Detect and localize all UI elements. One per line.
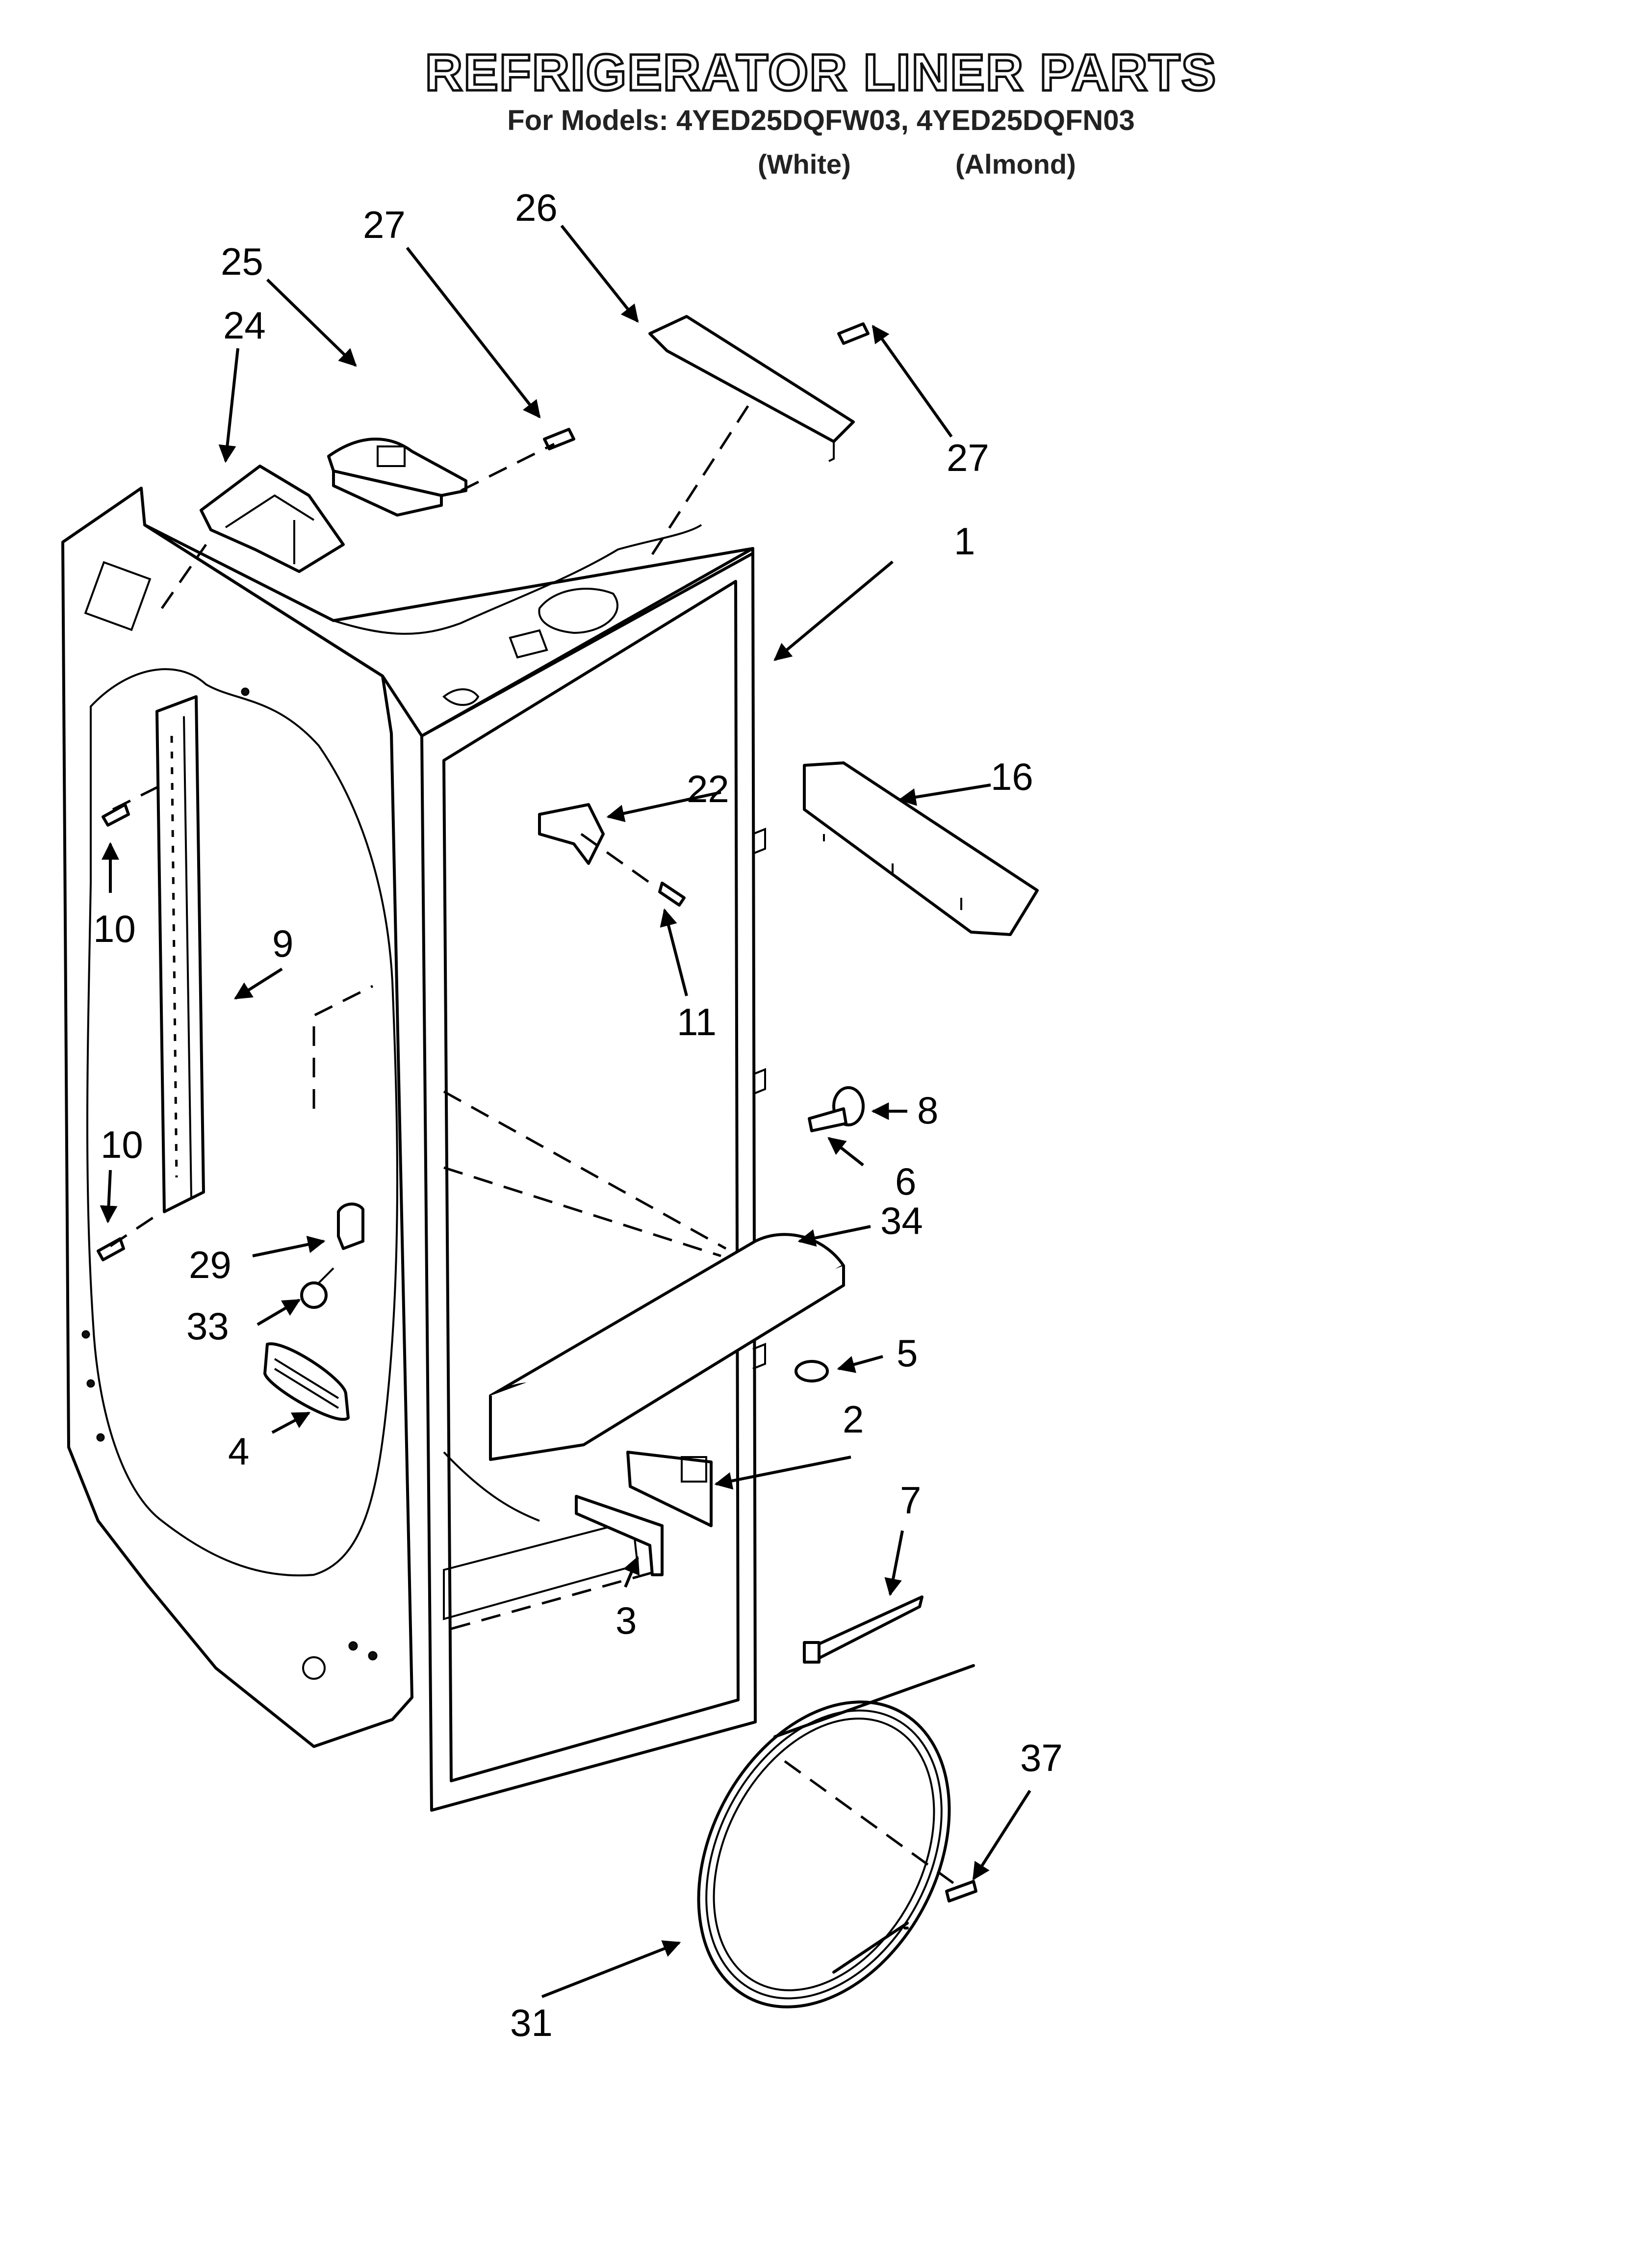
- callout-leaders: [100, 225, 1031, 1998]
- callout-10-upper: 10: [93, 907, 136, 950]
- control-housing-part: [200, 465, 345, 573]
- liner-cabinet: [61, 487, 766, 1812]
- duct-cover-part: [489, 1233, 845, 1461]
- cap-part: [795, 1360, 829, 1382]
- models-line: For Models: 4YED25DQFW03, 4YED25DQFN03: [507, 104, 1135, 136]
- screws: [97, 322, 977, 1903]
- light-shield-part: [263, 1342, 350, 1421]
- alignment-lines: [109, 401, 962, 1890]
- light-bulb-part: [300, 1267, 334, 1309]
- variant-almond-label: (Almond): [955, 149, 1076, 180]
- callout-11: 11: [677, 1000, 717, 1043]
- callout-25: 25: [221, 240, 263, 283]
- callout-3: 3: [616, 1599, 637, 1642]
- pivot-part: [808, 1086, 865, 1132]
- shelf-rail-part: [155, 695, 205, 1213]
- callout-2: 2: [843, 1398, 864, 1441]
- callout-34: 34: [880, 1199, 923, 1242]
- side-channel-part: [803, 761, 1039, 936]
- callout-33: 33: [186, 1304, 229, 1348]
- callout-10-lower: 10: [101, 1123, 143, 1166]
- callout-8: 8: [917, 1089, 938, 1132]
- bracket-part: [327, 438, 467, 517]
- callout-22: 22: [687, 767, 729, 810]
- callout-1: 1: [954, 520, 975, 563]
- light-socket-part: [337, 1202, 364, 1250]
- mounting-brackets: [575, 1451, 713, 1576]
- cable-tie-part: [803, 1595, 924, 1664]
- callout-5: 5: [897, 1331, 918, 1375]
- callout-27-upper: 27: [363, 203, 406, 246]
- callout-6: 6: [895, 1160, 916, 1203]
- top-channel-part: [648, 315, 855, 462]
- callout-9: 9: [272, 922, 293, 965]
- callout-24: 24: [223, 304, 266, 347]
- callout-7: 7: [900, 1479, 921, 1522]
- callout-4: 4: [228, 1430, 249, 1473]
- variant-white-label: (White): [758, 149, 851, 180]
- callout-16: 16: [991, 755, 1033, 798]
- callout-26: 26: [515, 186, 558, 229]
- callout-37: 37: [1020, 1736, 1063, 1779]
- callout-labels: 1 2 3 4 5 6 7 8 9 10 10 11 16 22 24 25 2…: [93, 186, 1063, 2044]
- water-tube-coil-part: [697, 1664, 975, 2008]
- diagram-title: REFRIGERATOR LINER PARTS: [424, 43, 1217, 103]
- callout-29: 29: [189, 1243, 231, 1286]
- callout-31: 31: [510, 2001, 553, 2044]
- callout-27-right: 27: [947, 436, 989, 479]
